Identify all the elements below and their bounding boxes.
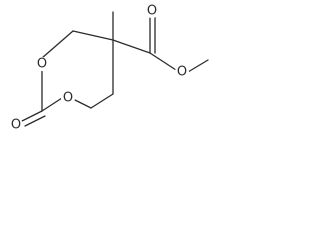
- atom-ring-oxygen-right: O: [61, 91, 75, 106]
- bond-ester-c-o-single: [149, 52, 177, 71]
- bond-ring-oxygen-left-ch2: [41, 30, 74, 59]
- bond-ring-oxygen-right-carbon: [41, 97, 63, 112]
- atom-label-ester-carbonyl-oxygen: O: [147, 4, 157, 19]
- atom-ring-oxygen-left: O: [35, 57, 49, 72]
- atom-label-ring-oxygen-left: O: [37, 57, 47, 72]
- atom-ester-carbonyl-oxygen: O: [145, 4, 159, 19]
- atom-label-ester-oxygen: O: [177, 65, 187, 80]
- bond-ring-ch2-oxygen-right: [72, 98, 92, 109]
- atom-ester-oxygen: O: [175, 65, 189, 80]
- atom-carbonate-oxygen: O: [9, 118, 23, 133]
- bond-ester-o-methyl: [187, 59, 209, 73]
- atom-label-carbonate-oxygen: O: [11, 118, 21, 133]
- bond-ring-ch2-left: [72, 30, 114, 41]
- bond-carbonate-c-o-double-2: [24, 115, 46, 127]
- atom-label-ring-oxygen-right: O: [63, 91, 73, 106]
- bond-c5-ester-carbon: [112, 39, 151, 54]
- bond-ring-c5-ch2-bottom: [90, 93, 114, 109]
- bond-carbonate-c-o-double-1: [21, 110, 43, 122]
- chemical-structure: O O O O O: [9, 4, 209, 133]
